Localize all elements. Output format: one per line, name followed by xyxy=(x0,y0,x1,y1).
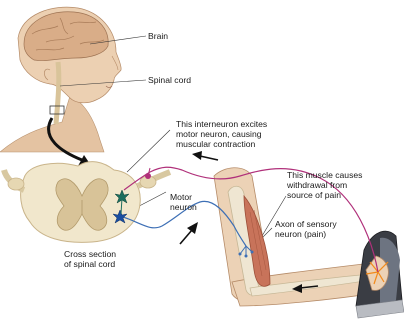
cross-section-label: Cross section of spinal cord xyxy=(64,249,116,269)
brain-label: Brain xyxy=(148,31,168,41)
muscle-label: This muscle causes withdrawal from sourc… xyxy=(287,170,362,200)
sensory-axon-label: Axon of sensory neuron (pain) xyxy=(275,219,337,239)
spinal-cord-cross-section xyxy=(4,162,170,243)
spinal-cord-label: Spinal cord xyxy=(148,75,191,85)
interneuron-label: This interneuron excites motor neuron, c… xyxy=(176,119,267,149)
spinal-cord-in-neck xyxy=(56,62,59,124)
motor-neuron-label: Motor neuron xyxy=(170,192,197,212)
human-head-figure xyxy=(0,7,121,152)
